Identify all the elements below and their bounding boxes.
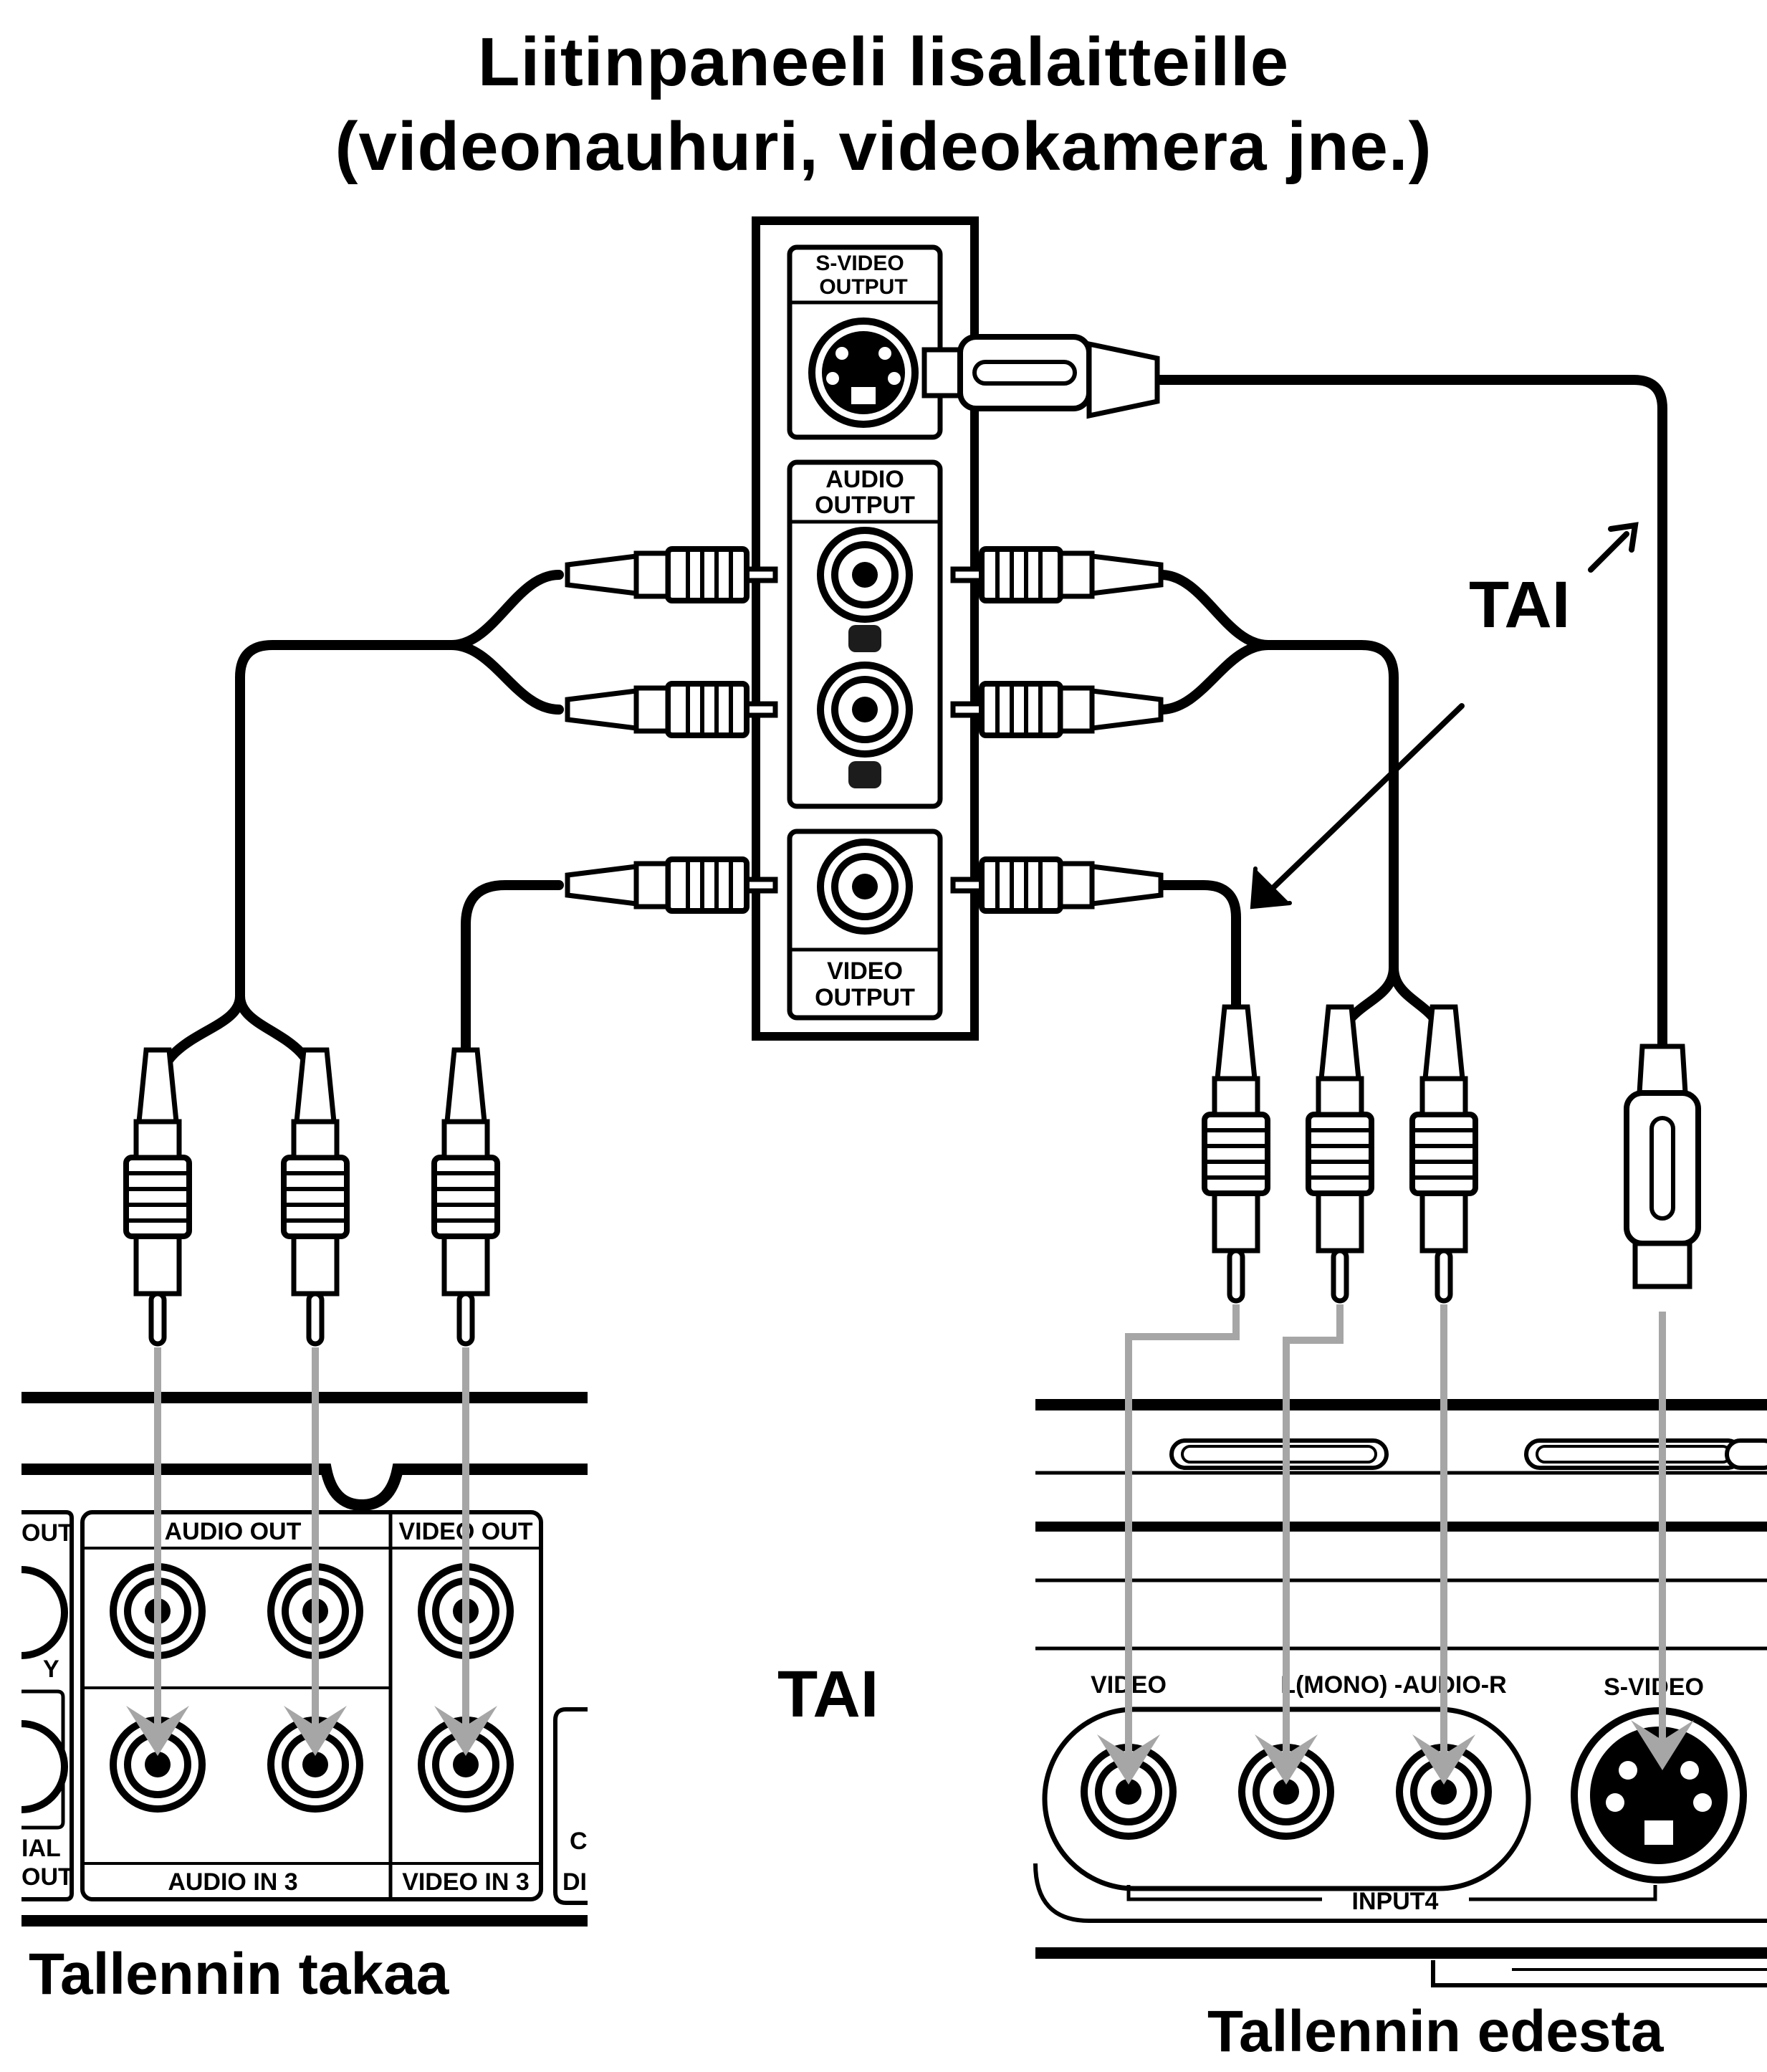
rca-plug-icon-rear-video: [434, 1050, 497, 1344]
rear-out-partial-2: OUT: [21, 1863, 73, 1891]
rear-di-partial: DI: [562, 1868, 587, 1896]
rca-plug-icon-front-l: [1308, 1007, 1371, 1301]
right-audio-cable-top: [1156, 570, 1399, 973]
audio-marker-r: [848, 761, 881, 788]
audio-output-jack-icon-l: [820, 530, 909, 619]
rear-audio-out-label: AUDIO OUT: [165, 1518, 302, 1545]
audio-output-label: AUDIO: [825, 466, 904, 493]
guide-arrows: [154, 1304, 1666, 1777]
rear-caption: Tallennin takaa: [29, 1942, 449, 2007]
title-line-1: Liitinpaneeli lisalaitteille: [477, 24, 1290, 100]
left-audio-cable-top: [235, 570, 564, 1001]
rca-plug-icon-front-video: [1205, 1007, 1268, 1301]
front-caption: Tallennin edesta: [1207, 1999, 1664, 2064]
audio-marker-l: [848, 625, 881, 652]
audio-output-label-2: OUTPUT: [815, 492, 915, 519]
svideo-output-jack-icon: [808, 318, 919, 428]
left-audio-cable-bottom: [446, 640, 564, 715]
video-output-label-2: OUTPUT: [815, 984, 915, 1011]
or-label-right: TAI: [1469, 568, 1570, 641]
rear-panel: OUT Y IAL OUT AUDIO OUT VIDEO OUT AUDIO …: [21, 1392, 588, 1927]
arrow-icon-down: [1262, 703, 1465, 899]
arrow-icon-up: [1588, 531, 1629, 573]
rear-c-partial: C: [570, 1828, 588, 1855]
rear-out-partial: OUT: [21, 1519, 73, 1547]
title-line-2: (videonauhuri, videokamera jne.): [335, 108, 1432, 185]
rca-plug-icon-right-group: [953, 549, 1161, 911]
tai-arrows: [1250, 522, 1639, 910]
hanging-plugs: [126, 1007, 1475, 1344]
cables: [153, 375, 1667, 1094]
rca-plug-icon-rear-r: [284, 1050, 347, 1344]
left-video-cable: [461, 880, 564, 1094]
rear-y-partial: Y: [43, 1656, 59, 1683]
svideo-jack-icon: [1571, 1707, 1747, 1884]
svideo-plug-icon-hanging: [1624, 1044, 1701, 1289]
rear-ial-partial: IAL: [21, 1835, 61, 1862]
svideo-output-label: S-VIDEO: [815, 252, 904, 275]
audio-output-jack-icon-r: [820, 665, 909, 754]
front-svideo-label: S-VIDEO: [1604, 1674, 1704, 1701]
rca-plug-icon-left-group: [568, 549, 775, 911]
video-output-label: VIDEO: [827, 958, 903, 985]
svideo-cable: [1156, 375, 1667, 1051]
rear-audio-in-label: AUDIO IN 3: [168, 1868, 297, 1896]
source-panel: S-VIDEO OUTPUT AUDIO OUTPUT VIDEO OUTPUT: [752, 216, 979, 1041]
front-input-label: INPUT4: [1352, 1888, 1439, 1915]
right-video-cable: [1156, 880, 1241, 1051]
video-output-jack-icon: [820, 842, 909, 931]
or-label-middle: TAI: [777, 1658, 878, 1731]
svideo-plug-icon: [921, 334, 1160, 419]
svideo-output-label-2: OUTPUT: [819, 275, 907, 299]
rear-video-in-label: VIDEO IN 3: [402, 1868, 530, 1896]
front-audio-label: L(MONO) -AUDIO-R: [1280, 1671, 1506, 1699]
front-panel: VIDEO L(MONO) -AUDIO-R S-VIDEO INPUT4: [1033, 1399, 1767, 1987]
right-audio-cable-bottom: [1156, 640, 1273, 715]
page-title: Liitinpaneeli lisalaitteille (videonauhu…: [0, 20, 1767, 189]
rca-plug-icon-rear-l: [126, 1050, 189, 1344]
rca-plug-icon-front-r: [1412, 1007, 1475, 1301]
